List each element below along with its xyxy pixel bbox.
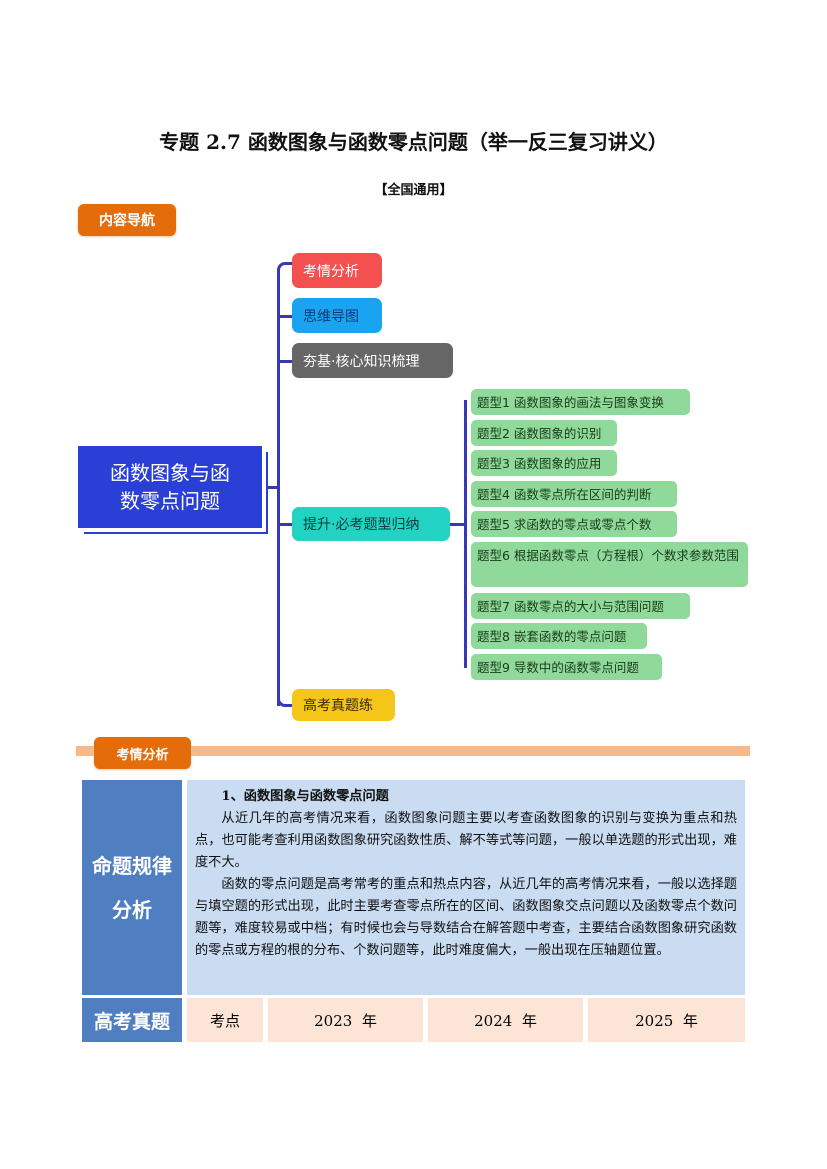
branch-mind-map[interactable]: 思维导图 [292,298,382,333]
branch-exam-analysis[interactable]: 考情分析 [292,253,382,288]
type-item-2[interactable]: 题型2 函数图象的识别 [471,420,617,446]
connector [280,523,292,526]
connector [277,262,295,273]
cell-2025: 2025 年 [588,998,745,1042]
section-tag: 考情分析 [94,737,191,769]
branch-core-knowledge[interactable]: 夯基·核心知识梳理 [292,343,453,378]
analysis-heading: 1、函数图象与函数零点问题 [221,789,389,804]
sub-trunk-line [464,400,467,668]
nav-tag: 内容导航 [78,204,176,236]
trunk-line [277,270,280,706]
page-title: 专题 2.7 函数图象与函数零点问题（举一反三复习讲义） [159,130,668,154]
type-item-9[interactable]: 题型9 导数中的函数零点问题 [471,654,662,680]
type-item-8[interactable]: 题型8 嵌套函数的零点问题 [471,623,647,649]
analysis-paragraph-2: 函数的零点问题是高考常考的重点和热点内容，从近几年的高考情况来看，一般以选择题与… [195,877,737,958]
cell-2023: 2023 年 [268,998,423,1042]
type-item-1[interactable]: 题型1 函数图象的画法与图象变换 [471,389,690,415]
type-item-4[interactable]: 题型4 函数零点所在区间的判断 [471,481,677,507]
connector [450,523,465,526]
analysis-paragraph-1: 从近几年的高考情况来看，函数图象问题主要以考查函数图象的识别与变换为重点和热点，… [195,811,737,870]
branch-real-exams[interactable]: 高考真题练 [292,689,395,721]
cell-2024: 2024 年 [428,998,583,1042]
branch-question-types[interactable]: 提升·必考题型归纳 [292,507,450,541]
root-label: 函数图象与函数零点问题 [110,461,230,513]
connector [280,360,292,363]
mindmap-root: 函数图象与函数零点问题 [78,446,262,528]
root-connector [262,486,278,489]
type-item-6[interactable]: 题型6 根据函数零点（方程根）个数求参数范围 [471,542,748,587]
page-subtitle: 【全国通用】 [374,183,453,198]
row-label-pattern: 命题规律分析 [82,780,182,995]
cell-topic: 考点 [187,998,263,1042]
type-item-3[interactable]: 题型3 函数图象的应用 [471,450,617,476]
row-label-exams: 高考真题 [82,998,182,1042]
connector [280,315,292,318]
section-bar [76,746,750,756]
type-item-5[interactable]: 题型5 求函数的零点或零点个数 [471,511,677,537]
analysis-cell: 1、函数图象与函数零点问题 从近几年的高考情况来看，函数图象问题主要以考查函数图… [187,780,745,995]
connector [277,690,295,707]
type-item-7[interactable]: 题型7 函数零点的大小与范围问题 [471,593,690,619]
row-label-text: 命题规律分析 [92,853,172,922]
